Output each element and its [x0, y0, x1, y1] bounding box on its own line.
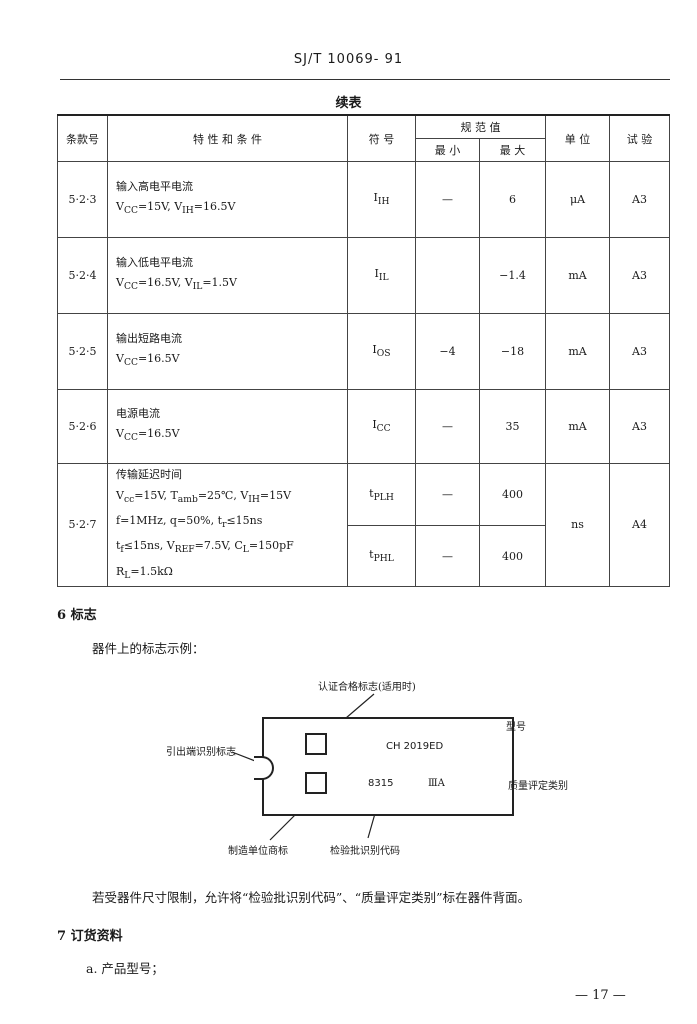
unit-cell: ns [545, 463, 610, 587]
col-header-conditions: 特 性 和 条 件 [107, 114, 348, 162]
test-cell: A3 [609, 161, 670, 238]
symbol-cell: IIL [347, 237, 416, 314]
condition-line: RL=1.5kΩ [116, 564, 173, 581]
symbol-cell: tPLH [347, 462, 416, 527]
test-cell: A3 [609, 389, 670, 464]
unit-cell: mA [545, 313, 610, 390]
clause-number: 5·2·5 [57, 313, 108, 390]
col-header-max: 最 大 [479, 138, 546, 162]
condition-line: VCC=16.5V, VIL=1.5V [116, 276, 237, 293]
test-cell: A3 [609, 313, 670, 390]
col-header-unit: 单 位 [545, 114, 610, 162]
label-manufacturer-trademark: 制造单位商标 [228, 846, 288, 857]
clause-number: 5·2·4 [57, 237, 108, 314]
unit-cell: mA [545, 389, 610, 464]
symbol-cell: tPHL [347, 525, 416, 587]
section-6-title: 6 标志 [57, 608, 97, 623]
max-cell: 35 [479, 389, 546, 464]
col-header-clause: 条款号 [57, 114, 108, 162]
min-cell: −4 [415, 313, 480, 390]
col-header-min: 最 小 [415, 138, 480, 162]
chip-quality-text: ⅢA [428, 778, 445, 789]
condition-cell: 输入高电平电流 VCC=15V, VIH=16.5V [107, 161, 348, 238]
certification-mark-square [305, 733, 327, 755]
col-header-spec: 规 范 值 [415, 114, 546, 139]
document-header: SJ/T 10069- 91 [293, 52, 404, 67]
col-header-symbol: 符 号 [347, 114, 416, 162]
test-cell: A3 [609, 237, 670, 314]
condition-title: 输入低电平电流 [116, 256, 193, 270]
test-cell: A4 [609, 463, 670, 587]
unit-cell: μA [545, 161, 610, 238]
device-outline [262, 717, 514, 816]
condition-title: 电源电流 [116, 407, 160, 421]
max-cell: −18 [479, 313, 546, 390]
page-number: — 17 — [575, 988, 626, 1003]
label-pin-identification: 引出端识别标志 [166, 747, 236, 758]
unit-cell: mA [545, 237, 610, 314]
condition-cell: 输入低电平电流 VCC=16.5V, VIL=1.5V [107, 237, 348, 314]
condition-cell: 输出短路电流 VCC=16.5V [107, 313, 348, 390]
min-cell: — [415, 462, 480, 527]
clause-number: 5·2·7 [57, 463, 108, 587]
min-cell [415, 237, 480, 314]
chip-lot-text: 8315 [368, 778, 394, 789]
max-cell: 400 [479, 525, 546, 587]
condition-line: Vcc=15V, Tamb=25℃, VIH=15V [116, 489, 292, 506]
max-cell: 400 [479, 462, 546, 527]
marking-example-text: 器件上的标志示例： [92, 641, 205, 656]
table-continued-title: 续表 [335, 96, 362, 111]
label-model: 型号 [506, 722, 526, 733]
col-header-test: 试 验 [609, 114, 670, 162]
condition-cell: 传输延迟时间 Vcc=15V, Tamb=25℃, VIH=15V f=1MHz… [107, 463, 348, 587]
marking-note: 若受器件尺寸限制，允许将“检验批识别代码”、“质量评定类别”标在器件背面。 [92, 890, 531, 905]
min-cell: — [415, 389, 480, 464]
table-row: tPHL — 400 [58, 525, 670, 587]
condition-title: 输入高电平电流 [116, 180, 193, 194]
condition-line: VCC=16.5V [116, 427, 180, 444]
table-row: 5·2·6 电源电流 VCC=16.5V ICC — 35 mA A3 [57, 389, 670, 464]
header-rule [60, 79, 670, 80]
condition-line: VCC=16.5V [116, 352, 180, 369]
condition-line: f=1MHz, q=50%, tr≤15ns [116, 514, 263, 531]
condition-line: VCC=15V, VIH=16.5V [116, 200, 236, 217]
label-quality-category: 质量评定类别 [508, 781, 568, 792]
symbol-cell: IIH [347, 161, 416, 238]
condition-title: 输出短路电流 [116, 332, 182, 346]
chip-model-text: CH 2019ED [386, 741, 444, 752]
max-cell: 6 [479, 161, 546, 238]
symbol-cell: ICC [347, 389, 416, 464]
condition-line: tf≤15ns, VREF=7.5V, CL=150pF [116, 539, 294, 556]
min-cell: — [415, 161, 480, 238]
pin-identification-notch [254, 756, 274, 780]
clause-number: 5·2·6 [57, 389, 108, 464]
condition-title: 传输延迟时间 [116, 468, 182, 481]
max-cell: −1.4 [479, 237, 546, 314]
clause-number: 5·2·3 [57, 161, 108, 238]
symbol-cell: IOS [347, 313, 416, 390]
table-row: 5·2·3 输入高电平电流 VCC=15V, VIH=16.5V IIH — 6… [57, 161, 670, 238]
table-row: 5·2·7 传输延迟时间 Vcc=15V, Tamb=25℃, VIH=15V … [57, 462, 670, 587]
min-cell: — [415, 525, 480, 587]
section-7-title: 7 订货资料 [57, 929, 123, 944]
label-inspection-lot-code: 检验批识别代码 [330, 846, 400, 857]
ordering-item-a: a. 产品型号； [86, 961, 164, 976]
condition-cell: 电源电流 VCC=16.5V [107, 389, 348, 464]
label-certification-mark: 认证合格标志(适用时) [318, 682, 416, 693]
manufacturer-trademark-square [305, 772, 327, 794]
spec-table: 条款号 特 性 和 条 件 符 号 规 范 值 单 位 试 验 最 小 最 大 … [57, 114, 670, 587]
table-row: 5·2·4 输入低电平电流 VCC=16.5V, VIL=1.5V IIL −1… [57, 237, 670, 314]
table-row: 5·2·5 输出短路电流 VCC=16.5V IOS −4 −18 mA A3 [57, 313, 670, 390]
